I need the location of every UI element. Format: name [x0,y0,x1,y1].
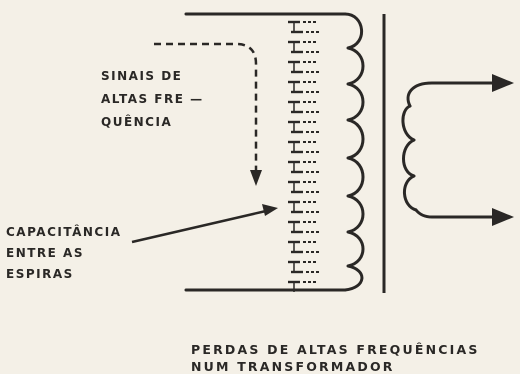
capacitance-pointer-line [131,209,267,244]
signals-label: SINAIS DE ALTAS FRE — QUÊNCIA [101,69,209,129]
signals-label-line-2: ALTAS FRE — [101,92,204,106]
capacitance-label-line-3: ESPIRAS [6,267,74,281]
signal-dashed-line [154,42,258,172]
inter-turn-capacitors [288,20,321,292]
signals-label-line-1: SINAIS DE [101,69,182,83]
signal-arrow-head [250,170,262,186]
capacitance-arrow-head [262,204,278,216]
secondary-top-lead [406,81,500,108]
capacitance-label: CAPACITÂNCIA ENTRE AS ESPIRAS [6,224,127,281]
capacitance-label-line-2: ENTRE AS [6,246,84,260]
caption-line-1: PERDAS DE ALTAS FREQUÊNCIAS [191,342,480,357]
primary-winding [184,12,365,292]
secondary-coil [401,104,418,212]
secondary-winding [401,74,514,226]
primary-coil [343,12,365,292]
capacitance-pointer [131,204,278,244]
output-arrow-top [492,74,514,92]
diagram-caption: PERDAS DE ALTAS FREQUÊNCIAS NUM TRANSFOR… [191,342,486,374]
signal-path [154,42,262,186]
secondary-bottom-lead [414,208,500,219]
caption-line-2: NUM TRANSFORMADOR [191,359,395,374]
signals-label-line-3: QUÊNCIA [101,114,172,129]
output-arrow-bottom [492,208,514,226]
capacitance-label-line-1: CAPACITÂNCIA [6,224,122,239]
